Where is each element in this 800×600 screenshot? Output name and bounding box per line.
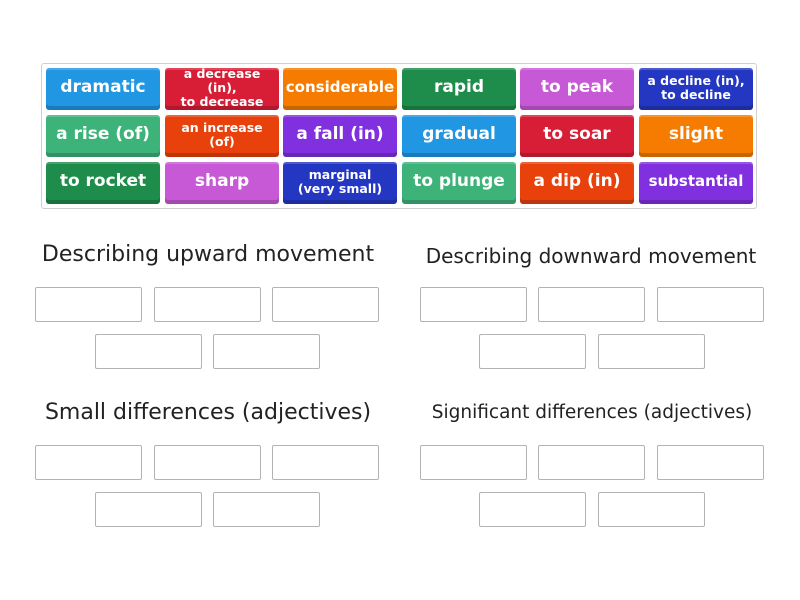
drop-slot-upward-2[interactable] — [154, 287, 261, 322]
group-title-significant-differences: Significant differences (adjectives) — [431, 402, 753, 423]
drop-slot-upward-4[interactable] — [95, 334, 202, 369]
tile-marginal[interactable]: marginal(very small) — [283, 162, 397, 204]
tile-a-dip[interactable]: a dip (in) — [520, 162, 634, 204]
drop-slot-upward-5[interactable] — [213, 334, 320, 369]
group-title-downward: Describing downward movement — [425, 244, 757, 268]
tile-dramatic[interactable]: dramatic — [46, 68, 160, 110]
drop-slot-significant-1[interactable] — [420, 445, 527, 480]
drop-slot-downward-3[interactable] — [657, 287, 764, 322]
tile-a-rise[interactable]: a rise (of) — [46, 115, 160, 157]
drop-slot-significant-2[interactable] — [538, 445, 645, 480]
group-title-upward: Describing upward movement — [41, 242, 375, 267]
tile-to-plunge[interactable]: to plunge — [402, 162, 516, 204]
tile-a-decline[interactable]: a decline (in),to decline — [639, 68, 753, 110]
tile-slight[interactable]: slight — [639, 115, 753, 157]
drop-slot-small-4[interactable] — [95, 492, 202, 527]
drop-slot-upward-3[interactable] — [272, 287, 379, 322]
tile-an-increase[interactable]: an increase(of) — [165, 115, 279, 157]
tile-a-decrease[interactable]: a decrease (in),to decrease — [165, 67, 279, 110]
drop-slot-upward-1[interactable] — [35, 287, 142, 322]
drop-slot-significant-5[interactable] — [598, 492, 705, 527]
drop-slot-significant-3[interactable] — [657, 445, 764, 480]
tile-rapid[interactable]: rapid — [402, 68, 516, 110]
tile-sharp[interactable]: sharp — [165, 162, 279, 204]
tile-to-rocket[interactable]: to rocket — [46, 162, 160, 204]
drop-slot-downward-2[interactable] — [538, 287, 645, 322]
tile-to-peak[interactable]: to peak — [520, 68, 634, 110]
drop-slot-small-5[interactable] — [213, 492, 320, 527]
tile-substantial[interactable]: substantial — [639, 162, 753, 204]
drop-slot-downward-1[interactable] — [420, 287, 527, 322]
tile-to-soar[interactable]: to soar — [520, 115, 634, 157]
drop-slot-small-2[interactable] — [154, 445, 261, 480]
tile-a-fall[interactable]: a fall (in) — [283, 115, 397, 157]
drop-slot-small-3[interactable] — [272, 445, 379, 480]
tile-gradual[interactable]: gradual — [402, 115, 516, 157]
drop-slot-downward-4[interactable] — [479, 334, 586, 369]
drop-slot-significant-4[interactable] — [479, 492, 586, 527]
drop-slot-small-1[interactable] — [35, 445, 142, 480]
drop-slot-downward-5[interactable] — [598, 334, 705, 369]
tile-considerable[interactable]: considerable — [283, 68, 397, 110]
tile-tray — [41, 63, 757, 209]
group-title-small-differences: Small differences (adjectives) — [44, 400, 372, 425]
